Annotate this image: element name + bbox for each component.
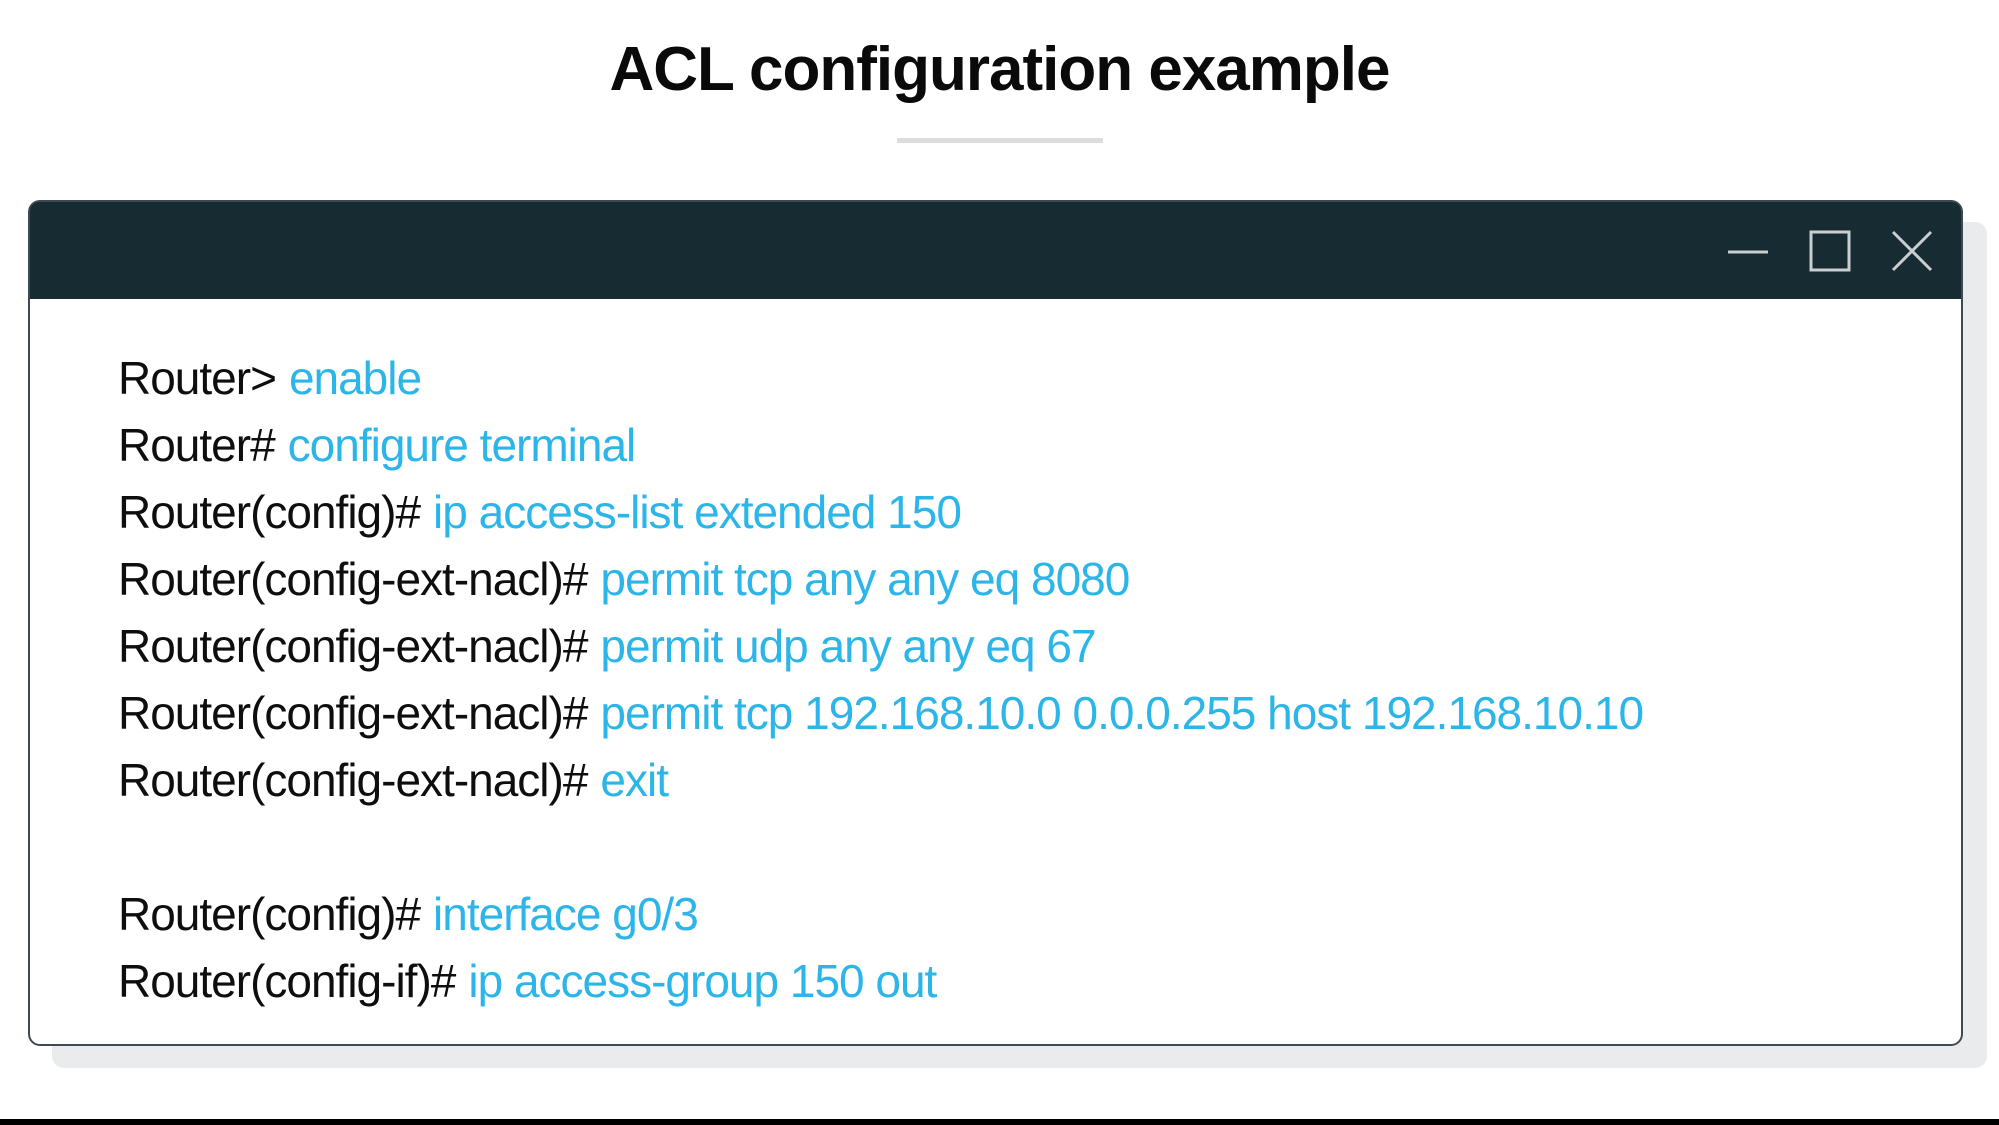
terminal-prompt: Router(config)# — [118, 486, 421, 538]
terminal-prompt: Router(config-ext-nacl)# — [118, 754, 588, 806]
minimize-icon — [1727, 230, 1769, 272]
terminal-command: permit tcp 192.168.10.0 0.0.0.255 host 1… — [600, 687, 1644, 739]
terminal-command: enable — [288, 352, 422, 404]
maximize-button[interactable] — [1809, 230, 1851, 272]
maximize-icon — [1809, 230, 1851, 272]
terminal-line: Router(config)#interface g0/3 — [118, 881, 1941, 948]
terminal-prompt: Router(config)# — [118, 888, 421, 940]
terminal-prompt: Router(config-ext-nacl)# — [118, 620, 588, 672]
window-titlebar — [30, 202, 1961, 299]
terminal-command: ip access-list extended 150 — [433, 486, 962, 538]
terminal-prompt: Router(config-if)# — [118, 955, 456, 1007]
terminal-command: permit tcp any any eq 8080 — [600, 553, 1130, 605]
minimize-button[interactable] — [1727, 230, 1769, 272]
terminal-prompt: Router(config-ext-nacl)# — [118, 687, 588, 739]
terminal-command: ip access-group 150 out — [468, 955, 937, 1007]
title-divider — [896, 138, 1103, 143]
terminal-body: Router>enable Router#configure terminal … — [30, 299, 1961, 1015]
terminal-line: Router#configure terminal — [118, 412, 1941, 479]
terminal-line: Router(config-ext-nacl)#permit tcp 192.1… — [118, 680, 1941, 747]
close-button[interactable] — [1891, 230, 1933, 272]
bottom-rule — [0, 1119, 1999, 1125]
terminal-window: Router>enable Router#configure terminal … — [28, 200, 1963, 1046]
terminal-line: Router(config-ext-nacl)#exit — [118, 747, 1941, 814]
terminal-command: exit — [600, 754, 669, 806]
terminal-prompt: Router(config-ext-nacl)# — [118, 553, 588, 605]
terminal-command: permit udp any any eq 67 — [600, 620, 1096, 672]
terminal-line: Router(config-ext-nacl)#permit tcp any a… — [118, 546, 1941, 613]
terminal-command: interface g0/3 — [433, 888, 699, 940]
terminal-prompt: Router> — [118, 352, 277, 404]
page-title: ACL configuration example — [609, 35, 1391, 104]
terminal-command: configure terminal — [287, 419, 637, 471]
terminal-line: Router(config-if)#ip access-group 150 ou… — [118, 948, 1941, 1015]
terminal-prompt: Router# — [118, 419, 276, 471]
terminal-line: Router(config-ext-nacl)#permit udp any a… — [118, 613, 1941, 680]
terminal-line: Router(config)#ip access-list extended 1… — [118, 479, 1941, 546]
terminal-blank-line — [118, 814, 1941, 881]
close-icon — [1891, 230, 1933, 272]
terminal-line: Router>enable — [118, 345, 1941, 412]
